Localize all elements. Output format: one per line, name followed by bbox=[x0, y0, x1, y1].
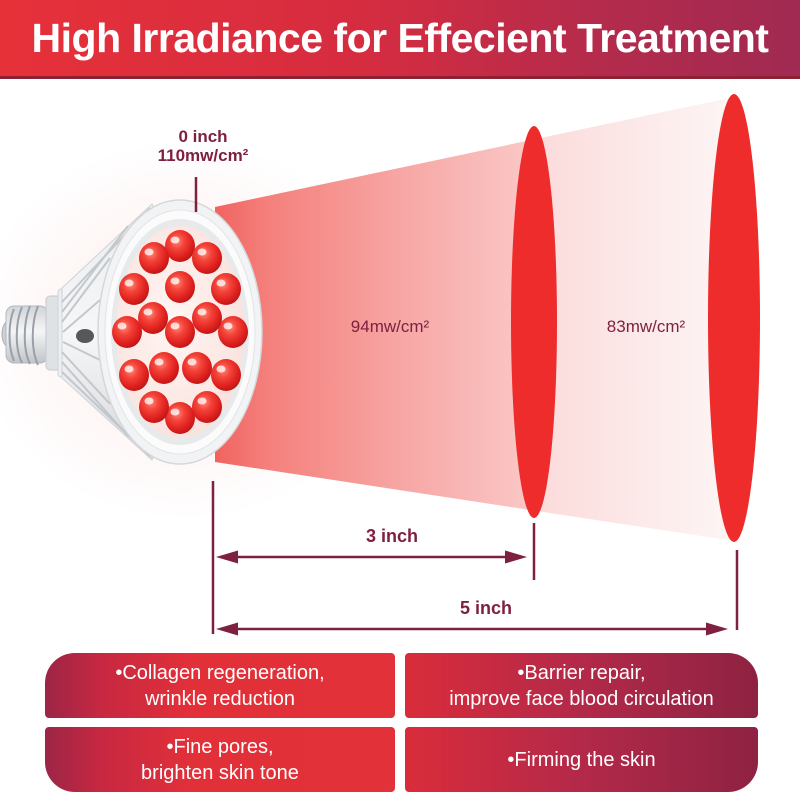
benefit-card-pores: •Fine pores, brighten skin tone bbox=[45, 727, 395, 792]
measurement-lines bbox=[211, 481, 739, 634]
benefit-text: improve face blood circulation bbox=[449, 687, 714, 710]
page-title: High Irradiance for Effecient Treatment bbox=[31, 14, 769, 61]
benefit-card-barrier: •Barrier repair, improve face blood circ… bbox=[405, 653, 758, 718]
source-irradiance-label: 0 inch 110mw/cm² bbox=[123, 127, 283, 165]
led-bulb-illustration bbox=[1, 199, 263, 465]
benefit-text: •Collagen regeneration, bbox=[115, 661, 325, 684]
distance-3inch-label: 3 inch bbox=[365, 526, 418, 546]
benefit-text: brighten skin tone bbox=[141, 761, 299, 784]
header-banner: High Irradiance for Effecient Treatment bbox=[0, 0, 800, 79]
light-cone bbox=[215, 97, 734, 541]
irradiance-ellipse-3inch bbox=[511, 126, 557, 518]
benefit-text: •Barrier repair, bbox=[517, 661, 646, 684]
irradiance-3inch-value: 94mw/cm² bbox=[350, 317, 430, 336]
benefit-text: •Firming the skin bbox=[507, 748, 656, 771]
arrowheads bbox=[216, 550, 728, 636]
distance-0-label: 0 inch bbox=[178, 127, 228, 146]
led-array bbox=[112, 230, 248, 434]
benefit-text: wrinkle reduction bbox=[144, 687, 296, 710]
distance-5inch-label: 5 inch bbox=[459, 598, 512, 618]
irradiance-ellipse-5inch bbox=[708, 94, 760, 542]
irradiance-0-value: 110mw/cm² bbox=[157, 146, 249, 165]
benefit-card-collagen: •Collagen regeneration, wrinkle reductio… bbox=[45, 653, 395, 718]
benefits-grid: •Collagen regeneration, wrinkle reductio… bbox=[45, 653, 758, 792]
benefit-card-firming: •Firming the skin bbox=[405, 727, 758, 792]
irradiance-5inch-value: 83mw/cm² bbox=[606, 317, 686, 336]
benefit-text: •Fine pores, bbox=[166, 735, 274, 758]
